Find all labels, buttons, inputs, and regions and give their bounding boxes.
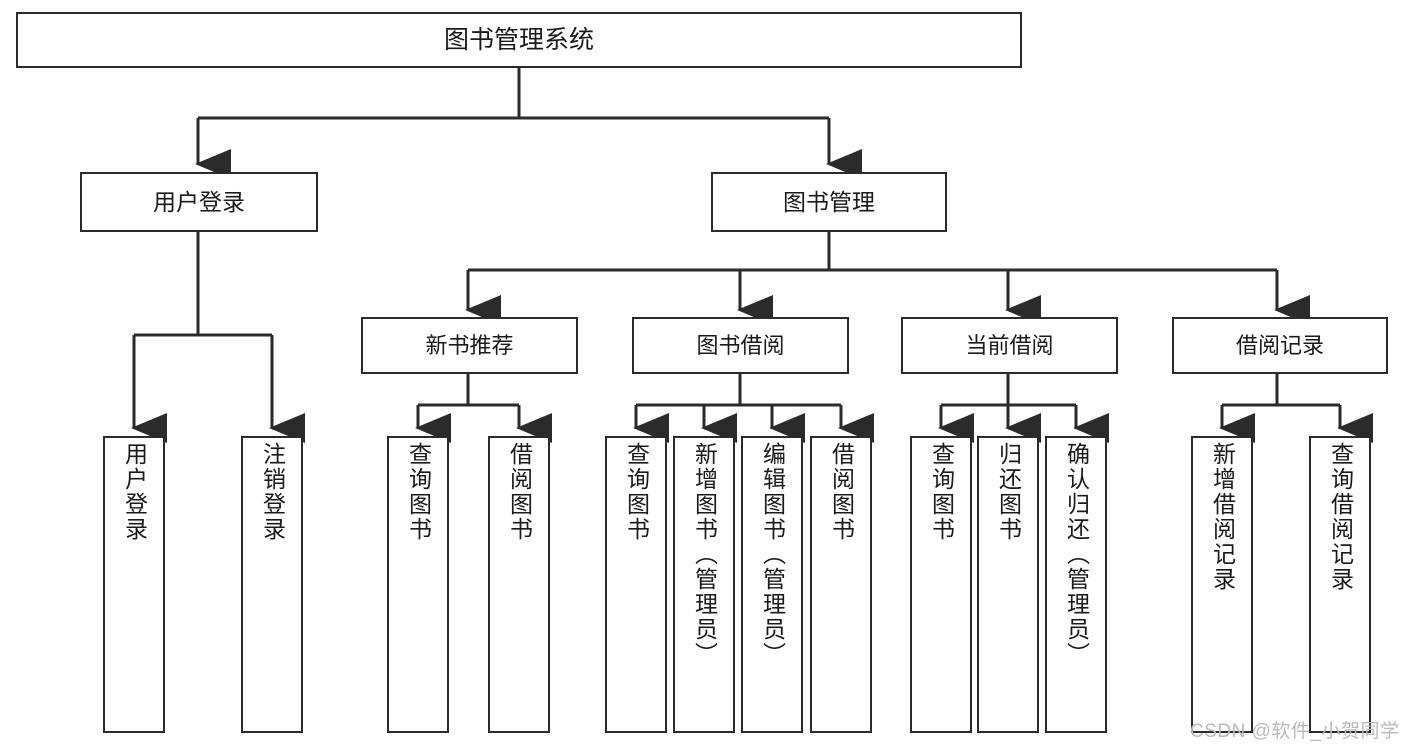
node-book-manage[interactable]: 图书管理 bbox=[711, 172, 947, 232]
leaf-confirm-return[interactable]: 确认归还（管理员） bbox=[1045, 436, 1107, 733]
node-user-login-label: 用户登录 bbox=[153, 188, 245, 215]
leaf-add-record[interactable]: 新增借阅记录 bbox=[1191, 436, 1253, 733]
leaf-logout-label: 注销登录 bbox=[259, 442, 286, 542]
leaf-add-record-label: 新增借阅记录 bbox=[1209, 442, 1236, 592]
node-borrow-record[interactable]: 借阅记录 bbox=[1172, 317, 1388, 374]
leaf-query-book-1-label: 查询图书 bbox=[405, 442, 432, 542]
leaf-confirm-return-label: 确认归还（管理员） bbox=[1063, 442, 1090, 667]
leaf-query-book-3[interactable]: 查询图书 bbox=[910, 436, 972, 733]
node-book-borrow[interactable]: 图书借阅 bbox=[632, 317, 849, 374]
node-root[interactable]: 图书管理系统 bbox=[16, 12, 1022, 68]
leaf-add-book[interactable]: 新增图书（管理员） bbox=[673, 436, 735, 733]
leaf-borrow-book-1-label: 借阅图书 bbox=[506, 442, 533, 542]
node-book-manage-label: 图书管理 bbox=[783, 188, 875, 215]
leaf-query-book-2-label: 查询图书 bbox=[623, 442, 650, 542]
leaf-borrow-book-1[interactable]: 借阅图书 bbox=[488, 436, 550, 733]
leaf-borrow-book-2[interactable]: 借阅图书 bbox=[810, 436, 872, 733]
leaf-user-login-label: 用户登录 bbox=[121, 442, 148, 542]
node-root-label: 图书管理系统 bbox=[443, 25, 594, 54]
node-current-borrow-label: 当前借阅 bbox=[965, 332, 1054, 358]
leaf-edit-book[interactable]: 编辑图书（管理员） bbox=[741, 436, 803, 733]
node-user-login[interactable]: 用户登录 bbox=[80, 172, 318, 232]
leaf-edit-book-label: 编辑图书（管理员） bbox=[759, 442, 786, 667]
leaf-query-book-2[interactable]: 查询图书 bbox=[605, 436, 667, 733]
node-borrow-record-label: 借阅记录 bbox=[1235, 332, 1324, 358]
leaf-return-book[interactable]: 归还图书 bbox=[977, 436, 1039, 733]
node-new-book-recommend-label: 新书推荐 bbox=[425, 332, 514, 358]
leaf-query-book-1[interactable]: 查询图书 bbox=[387, 436, 449, 733]
leaf-logout[interactable]: 注销登录 bbox=[241, 436, 303, 733]
node-book-borrow-label: 图书借阅 bbox=[696, 332, 785, 358]
leaf-query-book-3-label: 查询图书 bbox=[928, 442, 955, 542]
csdn-watermark: CSDN @软件_小贺同学 bbox=[1190, 721, 1400, 742]
node-new-book-recommend[interactable]: 新书推荐 bbox=[361, 317, 578, 374]
node-current-borrow[interactable]: 当前借阅 bbox=[901, 317, 1118, 374]
leaf-query-record[interactable]: 查询借阅记录 bbox=[1309, 436, 1371, 733]
leaf-add-book-label: 新增图书（管理员） bbox=[691, 442, 718, 667]
leaf-return-book-label: 归还图书 bbox=[995, 442, 1022, 542]
leaf-query-record-label: 查询借阅记录 bbox=[1327, 442, 1354, 592]
leaf-user-login[interactable]: 用户登录 bbox=[103, 436, 165, 733]
leaf-borrow-book-2-label: 借阅图书 bbox=[828, 442, 855, 542]
